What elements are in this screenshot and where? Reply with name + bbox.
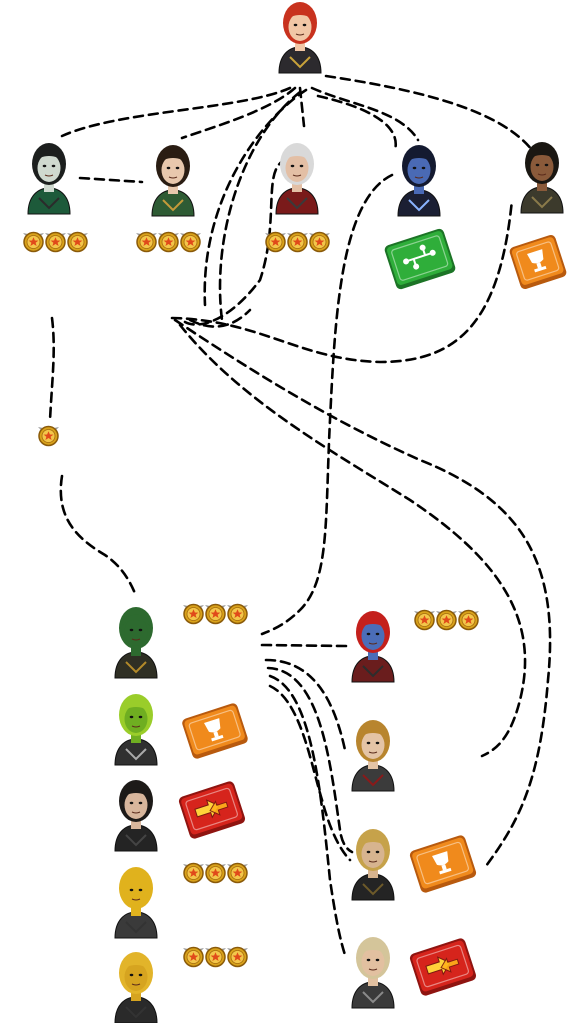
trickster-god-portrait-icon[interactable] — [151, 145, 195, 217]
connector-line — [178, 323, 527, 758]
medal-group — [183, 603, 248, 625]
green-network-ticket-icon — [384, 228, 456, 290]
gold-star-medal-icon — [23, 231, 44, 253]
gold-star-medal-icon — [227, 946, 248, 968]
gold-star-medal-icon — [205, 603, 226, 625]
gold-star-medal-icon — [158, 231, 179, 253]
connector-lines — [48, 74, 552, 960]
medal-group — [183, 946, 248, 968]
green-visor-trooper-portrait-icon[interactable] — [114, 694, 158, 766]
horned-villainess-portrait-icon[interactable] — [27, 143, 71, 215]
gold-star-medal-icon — [183, 603, 204, 625]
gold-star-medal-icon — [180, 231, 201, 253]
red-arrows-ticket-icon — [409, 938, 477, 996]
connector-line — [188, 308, 252, 328]
blue-warlord-portrait-icon[interactable] — [397, 145, 441, 217]
connector-line — [324, 74, 534, 152]
gold-star-medal-icon — [183, 946, 204, 968]
medal-group — [136, 231, 201, 253]
armored-warlord-portrait-icon[interactable] — [520, 142, 564, 214]
gold-visor-robot-portrait-icon[interactable] — [114, 952, 158, 1023]
connector-line — [60, 86, 292, 138]
connector-line — [170, 198, 514, 364]
gold-star-medal-icon — [183, 862, 204, 884]
red-arrows-ticket-icon — [178, 781, 246, 839]
gold-star-medal-icon — [205, 946, 226, 968]
connector-line — [266, 666, 354, 854]
medal-group — [23, 231, 88, 253]
nodes-layer — [23, 2, 567, 1023]
gold-star-medal-icon — [287, 231, 308, 253]
connector-line — [218, 90, 302, 322]
blond-thunder-god-portrait-icon[interactable] — [351, 720, 395, 792]
orange-trophy-ticket-icon — [182, 703, 248, 759]
gold-star-medal-icon — [67, 231, 88, 253]
connector-line — [59, 474, 138, 598]
connector-line — [183, 158, 287, 326]
connector-line — [316, 94, 398, 152]
green-helmet-soldier-portrait-icon[interactable] — [114, 607, 158, 679]
connector-line — [180, 86, 297, 140]
blue-mohawk-pirate-portrait-icon[interactable] — [351, 611, 395, 683]
gold-star-medal-icon — [458, 609, 479, 631]
orange-trophy-ticket-icon — [409, 835, 477, 893]
gold-star-medal-icon — [227, 862, 248, 884]
gold-star-medal-icon — [227, 603, 248, 625]
gold-star-medal-icon — [265, 231, 286, 253]
gold-robot-portrait-icon[interactable] — [114, 867, 158, 939]
connector-line — [268, 674, 348, 960]
connector-line — [48, 316, 55, 422]
connector-line — [268, 684, 352, 862]
bald-mastermind-portrait-icon[interactable] — [275, 143, 319, 215]
dark-knight-portrait-icon[interactable] — [114, 780, 158, 852]
gold-star-medal-icon — [414, 609, 435, 631]
connector-line — [260, 173, 394, 636]
medal-group — [38, 425, 59, 447]
connector-line — [173, 318, 552, 868]
connector-line — [264, 658, 347, 752]
orange-trophy-ticket-icon — [509, 234, 567, 290]
gold-star-medal-icon — [136, 231, 157, 253]
horned-helmet-warrior-portrait-icon[interactable] — [351, 829, 395, 901]
gold-star-medal-icon — [309, 231, 330, 253]
connector-line — [310, 86, 420, 142]
medal-group — [414, 609, 479, 631]
gold-star-medal-icon — [38, 425, 59, 447]
red-haired-heroine-portrait-icon[interactable] — [278, 2, 322, 74]
winged-helmet-warrior-portrait-icon[interactable] — [351, 937, 395, 1009]
connector-line — [260, 643, 348, 648]
connector-line — [78, 176, 144, 184]
gold-star-medal-icon — [205, 862, 226, 884]
medal-group — [183, 862, 248, 884]
gold-star-medal-icon — [436, 609, 457, 631]
medal-group — [265, 231, 330, 253]
gold-star-medal-icon — [45, 231, 66, 253]
